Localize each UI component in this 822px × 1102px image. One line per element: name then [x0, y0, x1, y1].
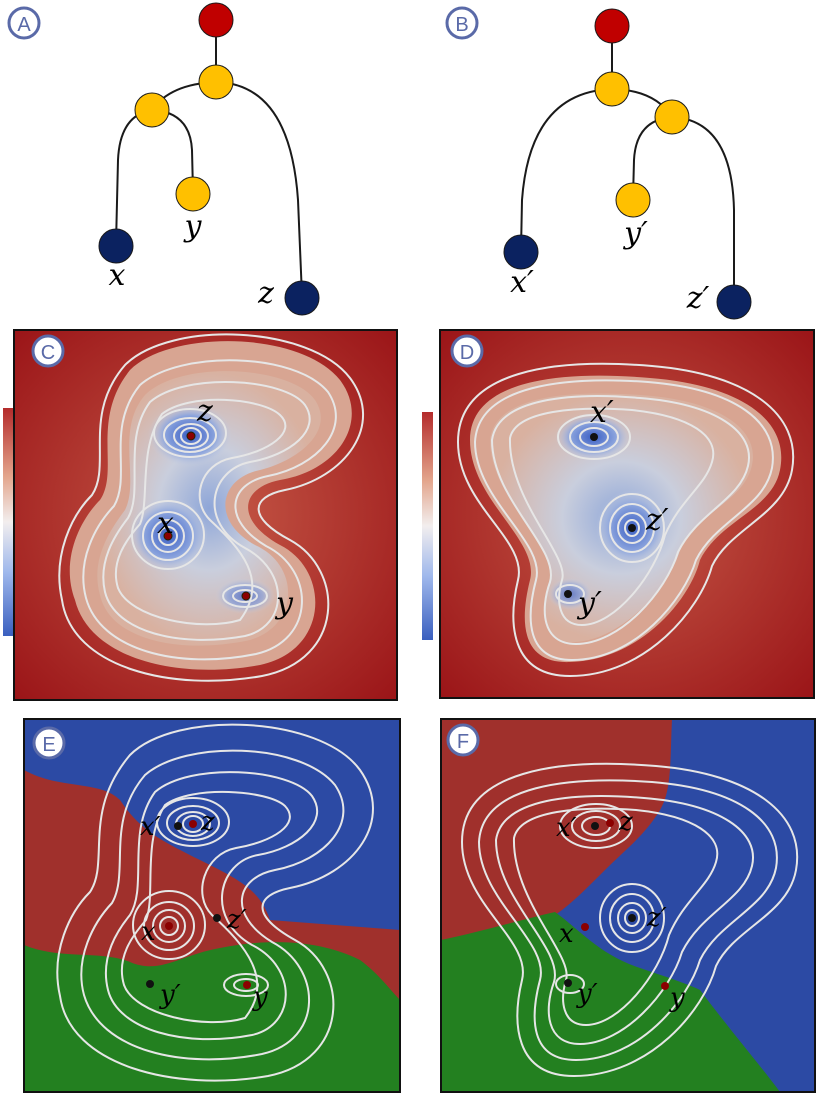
- overlay-e-point-z: [189, 820, 197, 828]
- overlay-e-point-y: [243, 981, 251, 989]
- field-c-label-z: z: [196, 394, 213, 429]
- panel-b-badge: B: [445, 6, 479, 40]
- field-c-min-y: [241, 591, 251, 601]
- field-c-label-x: x: [157, 506, 174, 541]
- overlay-e-label-y: y: [252, 982, 268, 1012]
- tree-b-label-z: z′: [686, 281, 710, 316]
- panel-f-badge: F: [446, 723, 480, 757]
- panel-d: x′ z′ y′ D: [439, 329, 815, 699]
- overlay-e-point-zp: [213, 914, 221, 922]
- panel-f: x′ z x z′ y′ y F: [440, 718, 816, 1093]
- tree-b-leaf-z-node: [716, 284, 752, 320]
- field-d-min-x: [590, 433, 598, 441]
- contours-d: [456, 362, 795, 678]
- panel-c-badge: C: [31, 334, 65, 368]
- overlay-f-label-xp: x′: [556, 813, 577, 843]
- tree-b-edges: [520, 26, 735, 300]
- panel-a: A x y z: [7, 2, 320, 316]
- tree-a-leaf-z-node: [284, 280, 320, 316]
- panel-c-label: C: [41, 342, 55, 364]
- panel-c: z x y C: [13, 329, 398, 701]
- overlay-f-point-y: [661, 982, 669, 990]
- tree-b-root-node: [594, 8, 630, 44]
- overlay-e-label-zp: z′: [226, 905, 247, 935]
- field-c-label-y: y: [274, 586, 294, 621]
- field-d-min-y: [564, 590, 572, 598]
- panel-d-label: D: [460, 342, 474, 364]
- field-c-min-x: [163, 531, 173, 541]
- panel-a-label: A: [17, 14, 31, 36]
- tree-b-leaf-y-node: [615, 182, 651, 218]
- panel-e-label: E: [42, 734, 55, 756]
- contours-e: [56, 723, 374, 1082]
- overlay-f-label-x: x: [559, 919, 574, 949]
- panel-e-badge: E: [32, 726, 66, 760]
- overlay-f-label-zp: z′: [646, 903, 667, 933]
- tree-a-label-x: x: [109, 258, 126, 293]
- overlay-e-point-x: [165, 922, 173, 930]
- tree-a-edges: [115, 20, 303, 297]
- tree-a-leaf-x-node: [98, 228, 134, 264]
- overlay-e-label-z: z: [200, 807, 215, 837]
- field-d-label-x: x′: [590, 395, 614, 430]
- overlay-e-label-yp: y′: [159, 980, 181, 1010]
- panel-f-label: F: [457, 731, 469, 753]
- overlay-f-label-z: z: [618, 807, 633, 837]
- overlay-e-label-x: x: [141, 917, 156, 947]
- colorbar-d: [422, 412, 433, 640]
- panel-b-label: B: [455, 14, 468, 36]
- panel-e: x′ z x z′ y′ y E: [23, 718, 401, 1093]
- region-green: [441, 912, 780, 1092]
- tree-b-leaf-x-node: [503, 234, 539, 270]
- overlay-f-point-x: [581, 923, 589, 931]
- field-d-label-z: z′: [645, 503, 669, 538]
- tree-a-saddle-node: [198, 64, 234, 100]
- overlay-e-label-xp: x′: [140, 812, 161, 842]
- tree-b-label-y: y′: [622, 216, 648, 251]
- tree-b-label-x: x′: [510, 265, 534, 300]
- region-red: [441, 719, 672, 940]
- tree-a-leaf-y-node: [175, 176, 211, 212]
- overlay-f-point-xp: [591, 822, 599, 830]
- overlay-f-point-zp: [628, 914, 636, 922]
- tree-b-saddle-node: [654, 99, 690, 135]
- overlay-e-point-yp: [146, 980, 154, 988]
- colorbar-c: [3, 408, 14, 636]
- overlay-f-label-yp: y′: [576, 979, 598, 1009]
- field-c-min-z: [186, 431, 196, 441]
- overlay-f-point-yp: [564, 979, 572, 987]
- field-d-label-y: y′: [576, 586, 602, 621]
- panel-a-badge: A: [7, 6, 41, 40]
- contours-f: [460, 762, 799, 1078]
- panel-d-badge: D: [450, 334, 484, 368]
- contours-c: [58, 333, 364, 682]
- overlay-e-point-xp: [174, 822, 182, 830]
- overlay-f-label-y: y: [669, 983, 685, 1013]
- tree-b-saddle-node: [594, 71, 630, 107]
- tree-a-saddle-node: [134, 92, 170, 128]
- field-d-min-z: [628, 524, 636, 532]
- panel-b: B x′ y′ z′: [445, 6, 752, 320]
- region-green: [24, 942, 400, 1092]
- tree-a-label-y: y: [183, 209, 203, 244]
- tree-a-label-z: z: [257, 276, 274, 311]
- overlay-f-point-z: [606, 819, 614, 827]
- tree-a-root-node: [198, 2, 234, 38]
